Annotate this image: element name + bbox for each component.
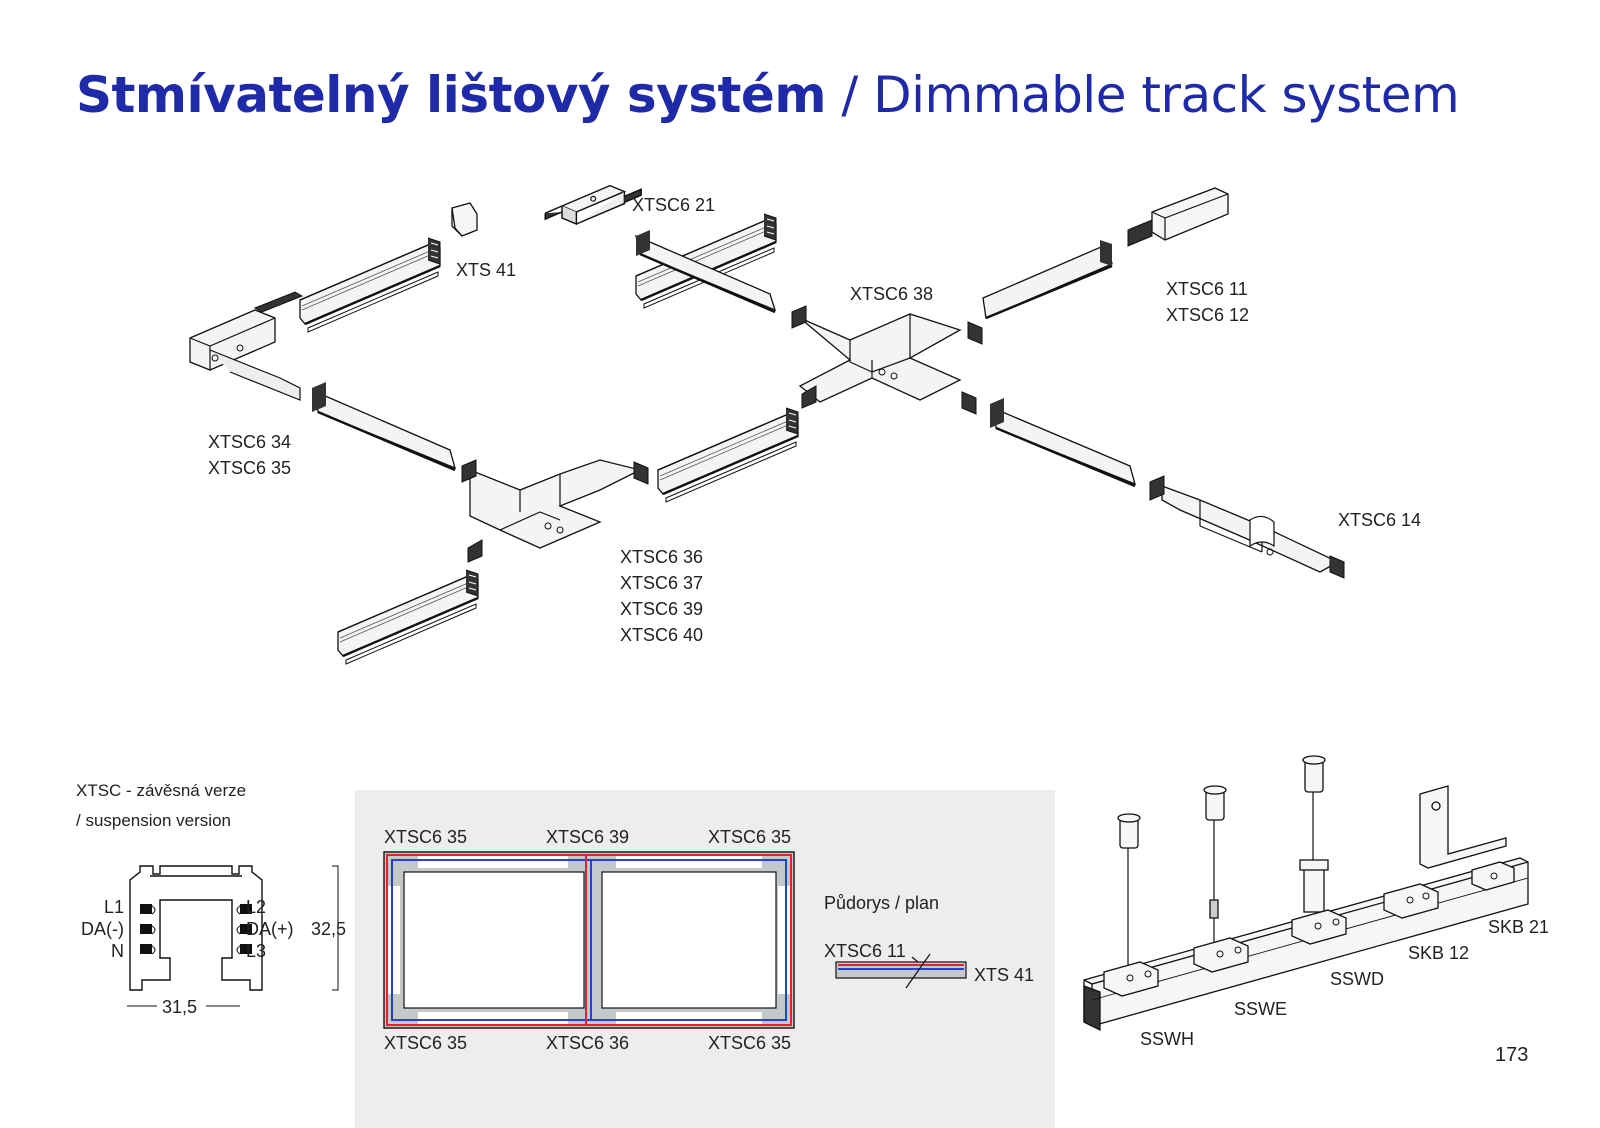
label-xtsc6-21: XTSC6 21 (632, 195, 716, 215)
plan-top-label-middle: XTSC6 39 (546, 827, 630, 847)
label-xtsc6-11-12: XTSC6 11 XTSC6 12 (1166, 276, 1249, 328)
title-czech: Stmívatelný lištový systém (76, 66, 826, 124)
label-xtsc6-11: XTSC6 11 (1166, 279, 1248, 299)
profile-heading-en: / suspension version (76, 811, 231, 830)
label-xtsc6-34: XTSC6 34 (208, 432, 292, 452)
profile-heading-cz: XTSC - závěsná verze (76, 781, 247, 800)
label-xtsc6-40: XTSC6 40 (620, 625, 704, 645)
label-sswd: SSWD (1330, 969, 1384, 989)
plan-end-label-left: XTSC6 11 (824, 941, 906, 961)
label-sswe: SSWE (1234, 999, 1288, 1019)
label-da-minus: DA(-) (81, 919, 124, 939)
plan-bottom-label-middle: XTSC6 36 (546, 1033, 630, 1053)
page-number: 173 (1495, 1044, 1529, 1066)
label-skb-12: SKB 12 (1408, 943, 1470, 963)
plan-bottom-label-right: XTSC6 35 (708, 1033, 792, 1053)
page-title: Stmívatelný lištový systém / Dimmable tr… (76, 66, 1460, 124)
label-skb-21: SKB 21 (1488, 917, 1550, 937)
label-xtsc6-39: XTSC6 39 (620, 599, 704, 619)
plan-top-label-right: XTSC6 35 (708, 827, 792, 847)
plan-end-label-right: XTS 41 (974, 965, 1035, 985)
label-l2: L2 (246, 897, 267, 917)
plan-caption: Půdorys / plan (824, 893, 940, 913)
label-sswh: SSWH (1140, 1029, 1194, 1049)
label-xtsc6-12: XTSC6 12 (1166, 305, 1250, 325)
title-english: Dimmable track system (873, 66, 1460, 124)
plan-bottom-label-left: XTSC6 35 (384, 1033, 468, 1053)
profile-heading: XTSC - závěsná verze / suspension versio… (76, 778, 246, 834)
dimension-width: 31,5 (162, 997, 198, 1017)
label-xts-41: XTS 41 (456, 260, 517, 280)
track-components-drawing (189, 184, 1345, 666)
label-l3: L3 (246, 941, 267, 961)
title-separator: / (841, 66, 858, 124)
plan-top-label-left: XTSC6 35 (384, 827, 468, 847)
label-xtsc6-38: XTSC6 38 (850, 284, 934, 304)
label-xtsc6-36: XTSC6 36 (620, 547, 704, 567)
dimension-height: 32,5 (311, 919, 347, 939)
label-xtsc6-36-40: XTSC6 36 XTSC6 37 XTSC6 39 XTSC6 40 (620, 544, 703, 648)
label-xtsc6-37: XTSC6 37 (620, 573, 704, 593)
profile-left-labels: L1 (100, 896, 124, 918)
track-rail (298, 236, 442, 334)
label-xtsc6-14: XTSC6 14 (1338, 510, 1422, 530)
label-l1: L1 (103, 897, 124, 917)
label-xtsc6-34-35: XTSC6 34 XTSC6 35 (208, 429, 291, 481)
label-n: N (111, 941, 124, 961)
label-da-plus: DA(+) (246, 919, 294, 939)
label-xtsc6-35: XTSC6 35 (208, 458, 292, 478)
